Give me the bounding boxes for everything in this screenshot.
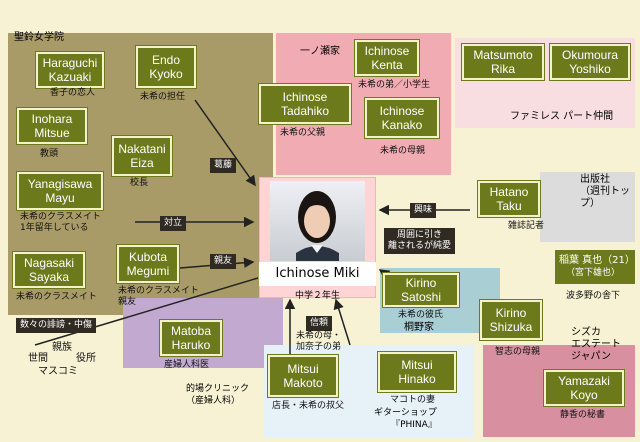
publisher-region: [540, 172, 635, 242]
society-office: 役所: [76, 353, 96, 364]
center-role: 中学２年生: [294, 291, 340, 301]
inaba-name: 稲葉 真也（21）: [559, 255, 635, 266]
role-kenta: 未希の弟／小学生: [358, 80, 431, 90]
inaba-box: [555, 250, 635, 284]
role-nagasaki: 未希のクラスメイト: [16, 292, 97, 302]
relation-kattou: 葛藤: [210, 158, 237, 173]
guitar-shop-title: ギターショップ 『PHINA』: [374, 408, 437, 430]
card-kenta[interactable]: Ichinose Kenta: [355, 40, 419, 76]
card-yamazaki[interactable]: Yamazaki Koyo: [544, 370, 624, 406]
miki-photo: [270, 181, 365, 261]
relation-shinrai: 信頼: [306, 316, 333, 331]
relation-kyomi: 興味: [410, 203, 437, 218]
card-haraguchi[interactable]: Haraguchi Kazuaki: [36, 52, 104, 88]
card-hatano[interactable]: Hatano Taku: [478, 181, 540, 217]
role-kanako: 未希の母親: [380, 146, 426, 156]
center-name: Ichinose Miki: [259, 262, 376, 286]
society-media: マスコミ: [38, 366, 78, 377]
role-yanagisawa: 未希のクラスメイト 1年留年している: [20, 212, 101, 233]
line-hinako-miki: [333, 298, 351, 346]
card-nagasaki[interactable]: Nagasaki Sayaka: [13, 252, 85, 288]
role-haraguchi: 香子の恋人: [50, 88, 96, 98]
card-okumoura[interactable]: Okumoura Yoshiko: [550, 44, 630, 80]
society-relatives: 親族: [52, 342, 72, 353]
kirino-family-title: 桐野家: [404, 322, 434, 333]
card-matsumoto[interactable]: Matsumoto Rika: [462, 44, 544, 80]
society-public: 世間: [28, 353, 48, 364]
card-endo[interactable]: Endo Kyoko: [136, 46, 196, 88]
role-kubota: 未希のクラスメイト 親友: [118, 286, 199, 307]
society-badge: 数々の誹謗・中傷: [16, 318, 97, 333]
card-tadahiko[interactable]: Ichinose Tadahiko: [259, 84, 351, 124]
card-mitsui-makoto[interactable]: Mitsui Makoto: [268, 355, 338, 397]
clinic-title: 的場クリニック （産婦人科）: [186, 384, 250, 406]
card-kirino-shizuka[interactable]: Kirino Shizuka: [480, 300, 542, 340]
relation-shinyu: 親友: [210, 254, 237, 269]
relation-mother-side: 未希の母・ 加奈子の弟: [296, 331, 342, 352]
relation-tairitsu: 対立: [160, 216, 187, 231]
card-mitsui-hinako[interactable]: Mitsui Hinako: [378, 352, 456, 392]
role-mitsui-makoto: 店長・未希の叔父: [272, 401, 345, 411]
role-matoba: 産婦人科医: [164, 360, 210, 370]
card-kubota[interactable]: Kubota Megumi: [117, 245, 179, 283]
role-endo: 未希の担任: [140, 92, 186, 102]
publisher-title: 出版社 （週刊トップ）: [580, 174, 630, 209]
role-kirino-satoshi: 未希の彼氏: [398, 310, 444, 320]
school-title: 聖鈴女学院: [14, 32, 64, 43]
inaba-role: （宮下雄也）: [566, 268, 621, 278]
spa-title: シズカ エステート ジャパン: [571, 327, 621, 362]
card-kirino-satoshi[interactable]: Kirino Satoshi: [383, 273, 459, 307]
role-yamazaki: 静香の秘書: [560, 410, 606, 420]
role-hatano: 雑誌記者: [508, 221, 545, 231]
role-mitsui-hinako: マコトの妻: [390, 395, 436, 405]
hatano-note: 波多野の舎下: [566, 291, 621, 301]
famires-title: ファミレス パート仲間: [510, 111, 614, 122]
role-kirino-shizuka: 智志の母親: [495, 347, 541, 357]
card-matoba[interactable]: Matoba Haruko: [160, 320, 222, 356]
card-inohara[interactable]: Inohara Mitsue: [17, 108, 87, 144]
line-endo-miki: [194, 99, 256, 187]
line-matoba-miki: [34, 277, 259, 346]
card-kanako[interactable]: Ichinose Kanako: [365, 98, 439, 138]
role-nakatani: 校長: [130, 178, 149, 188]
role-tadahiko: 未希の父親: [280, 128, 326, 138]
relation-shuui: 周囲に引き 離されるが純愛: [384, 228, 456, 254]
card-yanagisawa[interactable]: Yanagisawa Mayu: [17, 172, 103, 210]
ichinose-family-title: 一ノ瀬家: [300, 46, 340, 57]
role-inohara: 教頭: [40, 149, 59, 159]
card-nakatani[interactable]: Nakatani Eiza: [112, 136, 172, 176]
